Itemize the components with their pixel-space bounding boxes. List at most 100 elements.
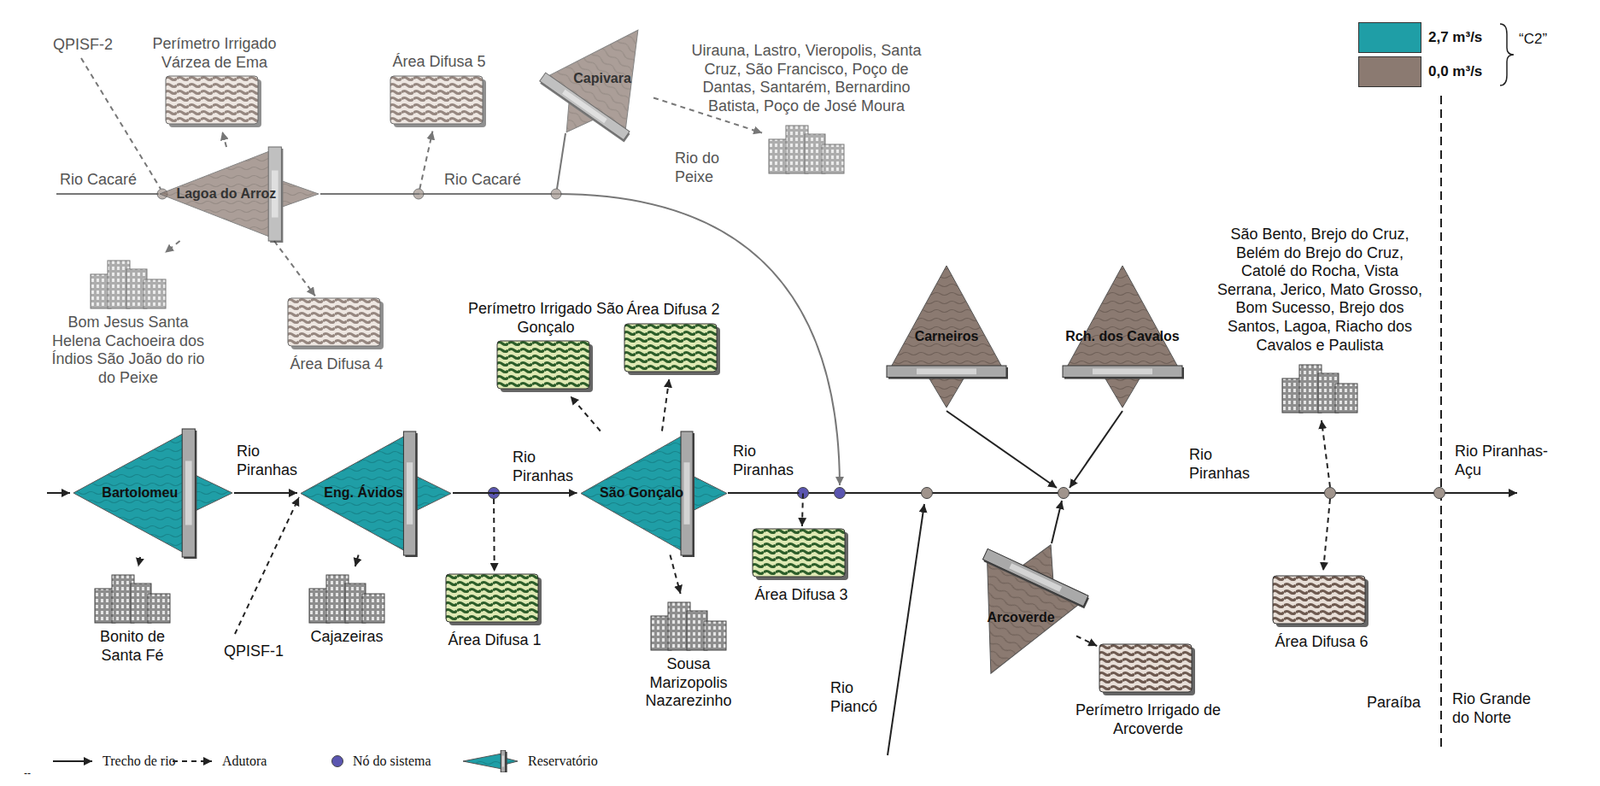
pipeline-connector	[570, 396, 601, 432]
outlet	[1104, 377, 1141, 408]
legend-swatch	[1358, 22, 1422, 53]
area-name: Perímetro Irrigado de Arcoverde	[1058, 701, 1238, 739]
city-names: Uirauna, Lastro, Vieropolis, Santa Cruz,…	[691, 41, 922, 116]
area-field	[1099, 644, 1192, 692]
dam-crest	[1008, 562, 1062, 592]
city-icon	[763, 118, 850, 176]
river-label: Rio Piranhas	[1189, 445, 1258, 483]
text-group: São Bento, Brejo do Cruz, Belém do Brejo…	[1213, 225, 1427, 355]
legend-text: 2,7 m³/s	[1428, 29, 1483, 47]
pipeline-connector	[320, 131, 433, 194]
legend-symbol	[170, 750, 216, 773]
area-name: Área Difusa 4	[289, 355, 383, 375]
legend-swatch	[1358, 56, 1422, 88]
city-icon	[85, 253, 171, 311]
outlet	[928, 377, 965, 408]
reservoir-name: Arcoverde	[986, 609, 1055, 626]
system-node	[921, 487, 933, 499]
outlet	[692, 475, 727, 511]
city-group: Uirauna, Lastro, Vieropolis, Santa Cruz,…	[691, 41, 922, 179]
city-group: Bom Jesus Santa Helena Cachoeira dos Índ…	[51, 250, 206, 387]
reservoir-shape	[159, 146, 319, 243]
river-reach	[56, 193, 159, 195]
field	[445, 573, 545, 628]
reservoir: Bartolomeu	[71, 428, 235, 557]
field-icon	[623, 322, 723, 378]
reservoir-shape	[580, 431, 727, 557]
city-names: Bom Jesus Santa Helena Cachoeira dos Índ…	[51, 313, 206, 387]
area-name: Área Difusa 2	[626, 300, 720, 320]
river-connector	[234, 492, 298, 494]
river-label: Rio Piancó	[830, 679, 882, 716]
legend-entry: Adutora	[170, 750, 267, 773]
reservoir: Capivara	[550, 17, 654, 146]
text-group: Perímetro Irrigado de Arcoverde	[1058, 701, 1238, 739]
river-label: QPISF-1	[223, 642, 284, 662]
river-label: “C2”	[1518, 30, 1548, 48]
dam	[403, 431, 416, 556]
field-icon	[496, 339, 596, 395]
outlet	[281, 181, 319, 208]
buildings	[763, 118, 850, 176]
area-field	[390, 76, 483, 124]
field	[1271, 574, 1372, 630]
text-group: Área Difusa 1	[430, 631, 559, 651]
text-group: Bonito de Santa Fé	[81, 627, 184, 665]
legend-text: Reservatório	[527, 753, 598, 769]
reservoir-shape	[73, 428, 233, 559]
reservoir-name: Carneiros	[914, 328, 979, 345]
city-group: São Bento, Brejo do Cruz, Belém do Brejo…	[1213, 225, 1427, 418]
city-icon	[89, 568, 176, 625]
legend-entry: 0,0 m³/s	[1358, 56, 1483, 88]
reservoir: Lagoa do Arroz	[158, 146, 321, 241]
pipeline-connector	[222, 131, 227, 147]
reservoir-shape	[940, 521, 1103, 698]
river-label: --	[23, 767, 31, 780]
dam	[982, 548, 1089, 606]
irrigation-area: Área Difusa 4	[272, 293, 401, 375]
building	[147, 593, 170, 623]
area-field	[497, 340, 590, 389]
outlet	[416, 475, 452, 511]
system-node	[1058, 487, 1070, 499]
dam	[886, 365, 1007, 378]
river-reach	[946, 410, 1057, 488]
bracket	[1500, 23, 1514, 86]
irrigation-area: Área Difusa 5	[375, 52, 504, 134]
building	[1335, 383, 1358, 413]
field	[1098, 643, 1198, 698]
irrigation-area: Área Difusa 3	[737, 524, 866, 605]
field-icon	[389, 75, 489, 130]
pipeline-connector	[1076, 635, 1097, 646]
legend-line	[172, 760, 212, 762]
field-icon	[751, 527, 851, 583]
river-reach	[1069, 410, 1123, 488]
area-name: Área Difusa 1	[447, 631, 541, 651]
city-icon	[1277, 357, 1363, 415]
area-name: Área Difusa 3	[754, 586, 848, 605]
pipeline	[1321, 420, 1331, 487]
irrigation-area: Área Difusa 1	[430, 569, 559, 651]
area-name: Área Difusa 6	[1274, 632, 1368, 652]
river-label: Rio Grande do Norte	[1452, 690, 1547, 727]
text-group: Bom Jesus Santa Helena Cachoeira dos Índ…	[51, 313, 206, 387]
city-group: Cajazeiras	[287, 564, 407, 647]
reservoir-shape	[524, 0, 682, 164]
field-icon	[287, 297, 387, 352]
buildings	[1277, 357, 1363, 415]
reservoir-shape	[300, 431, 452, 557]
legend-dot	[332, 756, 344, 768]
legend-text: 0,0 m³/s	[1428, 63, 1483, 81]
outlet	[505, 757, 518, 764]
system-node	[1434, 487, 1446, 499]
dam	[181, 428, 195, 557]
legend-symbol	[461, 750, 522, 773]
city-names: Sousa Marizopolis Nazarezinho	[632, 655, 745, 711]
city-names: São Bento, Brejo do Cruz, Belém do Brejo…	[1213, 225, 1427, 355]
building	[143, 279, 166, 309]
pipeline-connector	[728, 492, 804, 527]
field-icon	[1098, 643, 1198, 698]
buildings	[85, 253, 171, 311]
city-group: Sousa Marizopolis Nazarezinho	[632, 591, 745, 711]
buildings	[89, 568, 176, 625]
